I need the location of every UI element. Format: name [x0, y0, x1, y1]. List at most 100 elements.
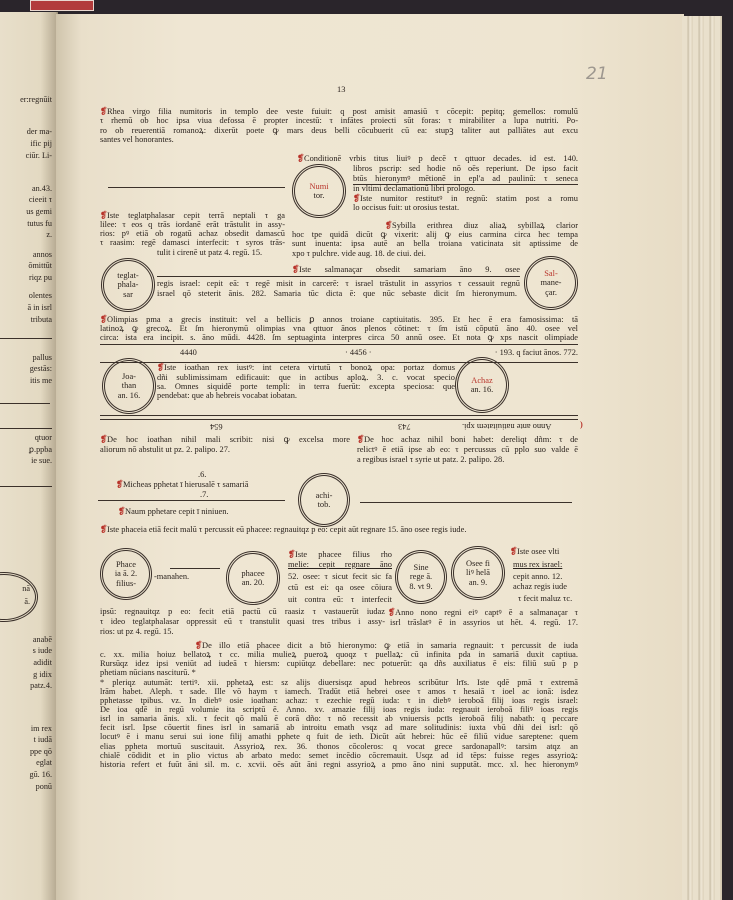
- text-line: tulit i cirenē ut patz 4. regū. 15.: [157, 248, 263, 257]
- text-line: Conditionē vrbis titus liuiꝰ p decē τ qt…: [297, 154, 578, 164]
- text-line: qtuor: [34, 433, 52, 442]
- medallion-sine-rege: Sine rege ā. 8. vt 9.: [395, 550, 447, 604]
- text-line: relictꝰ ē etiā ipse ab eo: τ percussus c…: [357, 445, 578, 454]
- text-line: De hoc ioathan nihil mali scribit: nisi …: [100, 435, 350, 445]
- text-line: melie: cepit regnare āno: [288, 560, 392, 569]
- rule: [0, 338, 52, 339]
- text-line: in vltimi declamationū libri prologo.: [353, 184, 476, 193]
- text-line: riqz pu: [29, 273, 52, 282]
- text-line: patz.4.: [30, 681, 52, 690]
- medallion-label: an. 9.: [468, 577, 488, 587]
- text-line: anabē: [32, 635, 52, 644]
- year-note: · 193. q faciut ānos. 772.: [494, 348, 578, 357]
- text-line: ro ob reuerentiā romanoꝝ: dixerūt poete …: [100, 126, 578, 135]
- page-edges: [682, 16, 722, 900]
- text-line: Rursūqz idez ipsi veniūt ad iudeā τ hier…: [100, 659, 578, 668]
- text-line: s iude: [32, 646, 52, 655]
- text-line: aliorum nō abstulit ut pz. 2. palipo. 27…: [100, 445, 231, 454]
- red-bracket-mark: ): [580, 420, 583, 429]
- text-line: cieeit τ: [28, 195, 52, 204]
- medallion-teglatphalasar: teglat- phala- sar: [101, 258, 155, 312]
- text-line: De ioa qdē in regū volumie ita scriptū ē…: [100, 705, 578, 714]
- medallion-joathan: Joa- than an. 16.: [102, 358, 156, 414]
- text-line: τ rhemū ob hoc ipsa viua defossa ē propt…: [100, 116, 578, 125]
- text-line: fecit isrl. Ipse cōuertit fines isrl in …: [100, 723, 578, 732]
- text-line: eglat: [36, 758, 52, 767]
- medallion-label: phala-: [117, 280, 139, 290]
- text-line: sa. Omnes siquidē porte templi: in terra…: [157, 382, 455, 391]
- medallion-label: achi-: [315, 490, 333, 500]
- medallion-label: mane-: [540, 278, 562, 288]
- text-line: ppe qō: [29, 747, 52, 756]
- text-line: ponū: [35, 782, 52, 791]
- text-line: isrl in samaria ānis. xli. τ fecit qō ma…: [100, 714, 578, 723]
- text-line: t iudā: [33, 735, 52, 744]
- text-line: uit contra eū: τ interfecit: [288, 595, 392, 604]
- text-line: gestās:: [29, 364, 52, 373]
- text-line: chialē cōdidit et in plio victus ab arba…: [100, 751, 578, 760]
- medallion-osee: Osee fi liꝰ helā an. 9.: [451, 546, 505, 600]
- medallion-achaz: Achaz an. 16.: [455, 357, 509, 413]
- inverted-year-654: 654: [210, 422, 223, 431]
- medallion-label: sar: [123, 289, 133, 299]
- prophet-number-6: .6.: [198, 470, 207, 479]
- text-line: a regibus israel τ syrie ut patz. 2. pal…: [357, 455, 505, 464]
- text-line: tutus fu: [27, 219, 52, 228]
- rule: [360, 502, 572, 503]
- phaceia-line: Iste phaceia etiā fecit malū τ percussit…: [100, 525, 560, 535]
- text-line: dñi sublimissimam edificauit: que in act…: [157, 373, 455, 382]
- text-line: Iste numitor restitutꝰ in regnū: statim …: [353, 194, 578, 204]
- left-page: [0, 12, 58, 900]
- prophet-number-7: .7.: [200, 490, 209, 499]
- naum-line: Naum pphetare cepit ī niniuen.: [118, 507, 298, 517]
- year-4440: 4440: [180, 348, 197, 357]
- medallion-label: an. 16.: [470, 385, 494, 394]
- text-line: τ fecit maluz τc.: [518, 594, 573, 603]
- text-line: us gemi: [26, 207, 52, 216]
- text-line: nā: [22, 584, 30, 593]
- text-line: τ raasim: regē damasci interfecit: τ syr…: [100, 238, 285, 247]
- rule: [0, 428, 52, 429]
- text-line: ipsū: regnauitqz p eo: fecit etiā pactū …: [100, 607, 385, 616]
- medallion-numitor: Numi tor.: [292, 164, 346, 218]
- text-line: der ma-: [26, 127, 52, 136]
- rule: [98, 500, 285, 501]
- text-line: historia refert et fuūt āni sil. m. c. x…: [100, 760, 578, 769]
- rule: [0, 486, 52, 487]
- medallion-label: Sal-: [544, 268, 558, 278]
- text-line: isrl trāslatꝰ ē in assyrios ut hēt. 4. r…: [390, 618, 578, 627]
- text-line: pendebat: que ab hebreis vocabat iobatan…: [157, 391, 297, 400]
- text-line: circa: ista era incipit. s. āno mūdi. 44…: [100, 333, 578, 342]
- text-line: ā.: [24, 597, 30, 606]
- medallion-label: Phace: [116, 559, 136, 569]
- medallion-label: çar.: [545, 287, 557, 297]
- medallion-label: 8. vt 9.: [409, 581, 433, 591]
- medallion-label: phacee: [241, 568, 265, 578]
- text-line: locutꝰ ē i manu serui sui ione filij ama…: [100, 732, 578, 741]
- text-line: tributa: [30, 315, 52, 324]
- text-line: pallus: [32, 353, 52, 362]
- medallion-label: filius-: [115, 578, 136, 588]
- medallion-phacee: phacee an. 20.: [226, 551, 280, 605]
- text-line: lilee: τ eos q trās iordanē erāt trāstul…: [100, 220, 285, 229]
- medallion-label: Osee fi: [466, 558, 490, 568]
- medallion-label: Sine: [413, 562, 429, 572]
- text-line: Iste salmanaçar obsedit samariam āno 9. …: [292, 265, 520, 275]
- text-line: c. xx. milia hoiuz bellatoꝝ τ cc. milia …: [100, 650, 578, 659]
- medallion-label: tob.: [317, 500, 331, 509]
- text-line: ā in isrl: [27, 303, 52, 312]
- text-line: De hoc achaz nihil boni habet: dereliqt …: [357, 435, 578, 445]
- medallion-label: than: [121, 381, 137, 391]
- year-4456: · 4456 ·: [345, 348, 372, 357]
- text-line: itis me: [29, 376, 52, 385]
- rule: [170, 568, 220, 569]
- text-line: santes vel honorantes.: [100, 135, 174, 144]
- text-line: Iste osee vlti: [510, 547, 578, 557]
- medallion-label: liꝰ helā: [466, 568, 490, 578]
- medallion-label: an. 16.: [117, 390, 141, 400]
- medallion-label: an. 20.: [241, 578, 265, 587]
- text-line: Anno nono regni eiꝰ captꝰ ē a salmanaçar…: [388, 608, 578, 618]
- text-line: achaz regis iude: [513, 582, 567, 591]
- rule: [100, 419, 578, 420]
- text-line: ciūr. Li-: [25, 151, 52, 160]
